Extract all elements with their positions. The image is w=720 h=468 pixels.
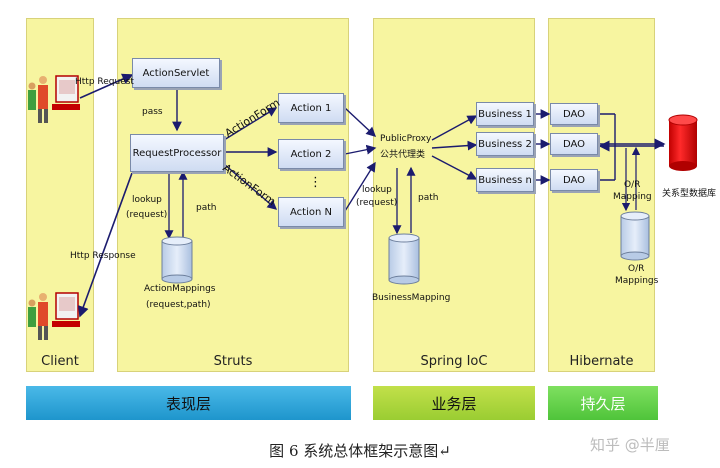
action-n-box: Action N xyxy=(278,197,344,227)
action-servlet-box: ActionServlet xyxy=(132,58,220,88)
actions-ellipsis: ⋮ xyxy=(309,175,322,190)
client-title: Client xyxy=(41,354,79,369)
http-request-label: Http Request xyxy=(75,77,134,87)
hibernate-panel: Hibernate xyxy=(548,18,655,372)
persistence-layer-band: 持久层 xyxy=(548,386,658,420)
business-1-box: Business 1 xyxy=(476,102,534,126)
struts-path-label: path xyxy=(196,203,217,213)
struts-lookup-request-label: (request) xyxy=(126,210,168,220)
or-mapping-top-line1: O/R xyxy=(624,180,641,190)
business-2-box: Business 2 xyxy=(476,132,534,156)
spring-title: Spring IoC xyxy=(420,354,488,369)
pass-label: pass xyxy=(142,107,163,117)
action-mappings-args-label: (request,path) xyxy=(146,300,211,310)
http-response-label: Http Response xyxy=(70,251,136,261)
figure-caption: 图 6 系统总体框架示意图↵ xyxy=(269,442,451,460)
public-proxy-label: PublicProxy xyxy=(380,134,432,144)
action-1-box: Action 1 xyxy=(278,93,344,123)
action-mappings-label: ActionMappings xyxy=(144,284,216,294)
business-layer-band: 业务层 xyxy=(373,386,535,420)
or-mapping-top-line2: Mapping xyxy=(613,192,652,202)
public-proxy-cn-label: 公共代理类 xyxy=(380,150,426,160)
business-n-box: Business n xyxy=(476,168,534,192)
presentation-layer-band: 表现层 xyxy=(26,386,351,420)
spring-panel: Spring IoC xyxy=(373,18,535,372)
relational-database-icon xyxy=(668,114,698,171)
business-mapping-label: BusinessMapping xyxy=(372,293,451,303)
or-mapping-bottom-line1: O/R xyxy=(628,264,645,274)
struts-lookup-label: lookup xyxy=(132,195,162,205)
struts-title: Struts xyxy=(213,354,253,369)
spring-lookup-request-label: (request) xyxy=(356,198,398,208)
dao-2-box: DAO xyxy=(550,133,598,155)
watermark: 知乎 @半厘 xyxy=(590,436,670,454)
client-panel: Client xyxy=(26,18,94,372)
request-processor-box: RequestProcessor xyxy=(130,134,224,172)
relational-database-label: 关系型数据库 xyxy=(662,189,717,199)
spring-path-label: path xyxy=(418,193,439,203)
spring-lookup-label: lookup xyxy=(362,185,392,195)
or-mapping-bottom-line2: Mappings xyxy=(615,276,659,286)
dao-1-box: DAO xyxy=(550,103,598,125)
hibernate-title: Hibernate xyxy=(569,354,634,369)
action-2-box: Action 2 xyxy=(278,139,344,169)
dao-n-box: DAO xyxy=(550,169,598,191)
